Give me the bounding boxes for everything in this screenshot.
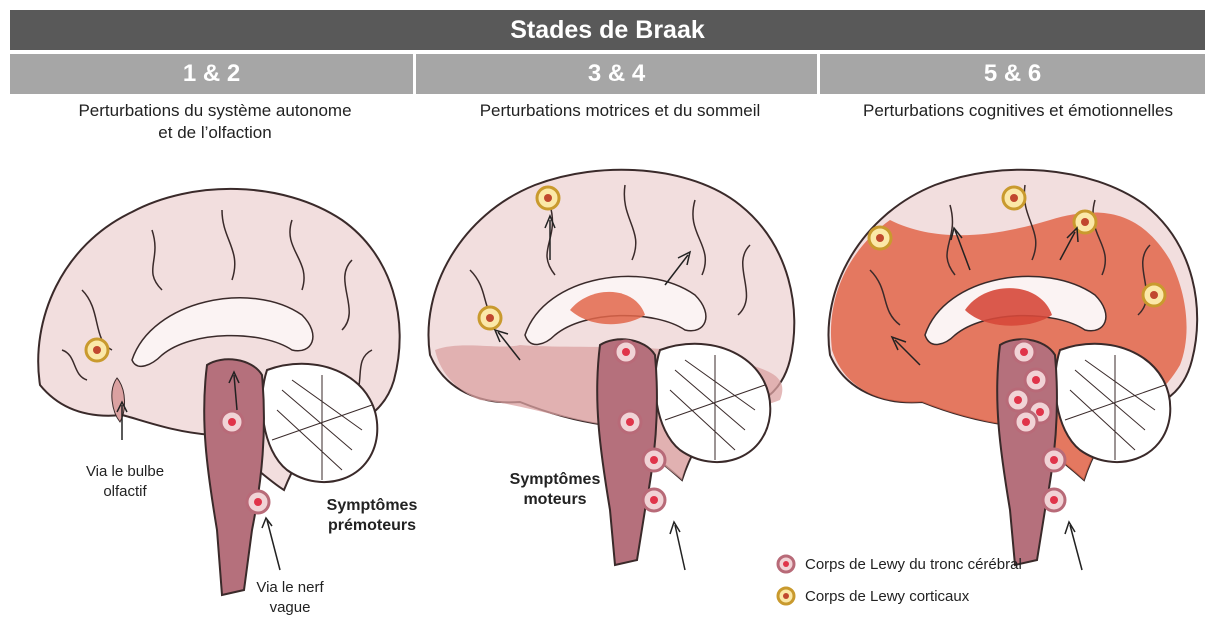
- stage-label-1: 1 & 2: [183, 60, 240, 88]
- annotation-premoteurs-line-1: Symptômes: [312, 496, 432, 516]
- stage-description-1-line-1: Perturbations du système autonome: [30, 100, 400, 122]
- annotation-bulbe-line-1: Via le bulbe: [70, 462, 180, 482]
- annotation-moteurs: Symptômes moteurs: [505, 470, 605, 510]
- annotation-premoteurs-line-2: prémoteurs: [312, 516, 432, 536]
- stage-header-3: 5 & 6: [820, 54, 1205, 94]
- title-bar: Stades de Braak: [10, 10, 1205, 50]
- annotation-premoteurs: Symptômes prémoteurs: [312, 496, 432, 536]
- stage-description-2: Perturbations motrices et du sommeil: [425, 100, 815, 122]
- legend-label-stem: Corps de Lewy du tronc cérébral: [805, 556, 1022, 573]
- stage-description-1: Perturbations du système autonome et de …: [30, 100, 400, 144]
- annotation-nerf: Via le nerf vague: [230, 578, 350, 618]
- stage-label-2: 3 & 4: [588, 60, 645, 88]
- annotation-bulbe-line-2: olfactif: [70, 482, 180, 502]
- stem-lewy-body-icon: [775, 553, 797, 575]
- annotation-nerf-line-1: Via le nerf: [230, 578, 350, 598]
- legend-item-cortical: Corps de Lewy corticaux: [775, 585, 969, 607]
- brain-diagram-stage-1: [22, 150, 412, 620]
- legend-label-cortical: Corps de Lewy corticaux: [805, 588, 969, 605]
- legend-item-stem: Corps de Lewy du tronc cérébral: [775, 553, 1022, 575]
- cortical-lewy-body-icon: [775, 585, 797, 607]
- stage-header-2: 3 & 4: [416, 54, 817, 94]
- stage-label-3: 5 & 6: [984, 60, 1041, 88]
- stage-description-3-line-1: Perturbations cognitives et émotionnelle…: [828, 100, 1208, 122]
- annotation-nerf-line-2: vague: [230, 598, 350, 618]
- stage-header-1: 1 & 2: [10, 54, 413, 94]
- brain-diagram-stage-2: [420, 150, 810, 620]
- brain-diagram-stage-3: [820, 150, 1210, 620]
- stage-description-2-line-1: Perturbations motrices et du sommeil: [425, 100, 815, 122]
- annotation-bulbe: Via le bulbe olfactif: [70, 462, 180, 502]
- stage-description-3: Perturbations cognitives et émotionnelle…: [828, 100, 1208, 122]
- page-title: Stades de Braak: [510, 16, 705, 45]
- brainstem: [204, 359, 264, 595]
- annotation-moteurs-line-1: Symptômes: [505, 470, 605, 490]
- annotation-moteurs-line-2: moteurs: [505, 490, 605, 510]
- stage-description-1-line-2: et de l’olfaction: [30, 122, 400, 144]
- cortical-lewy-body-marker: [86, 339, 108, 361]
